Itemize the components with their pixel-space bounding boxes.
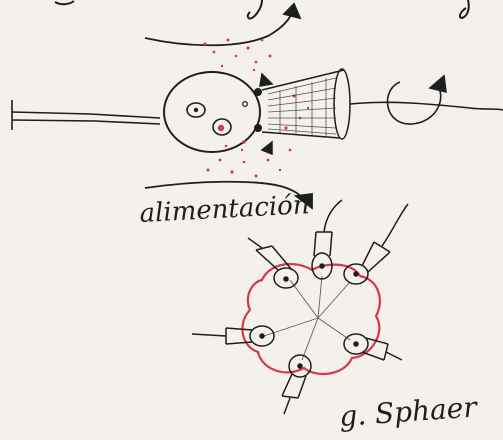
red-granule — [242, 140, 246, 144]
collar-granule-top — [254, 88, 262, 96]
collar-granule-bottom — [254, 124, 262, 132]
